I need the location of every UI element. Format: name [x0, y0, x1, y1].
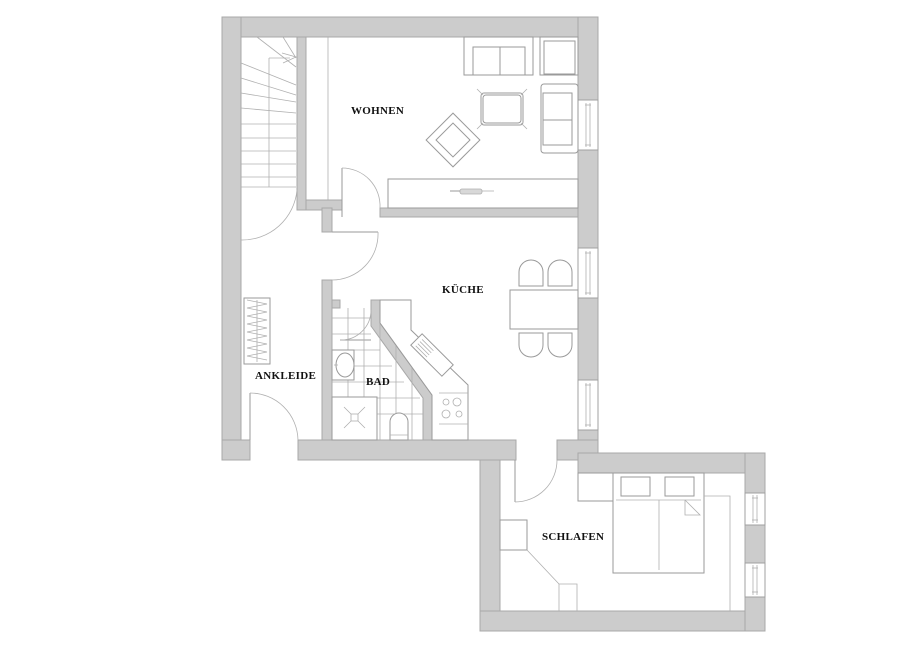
window-schlafen-2	[744, 562, 766, 598]
door-wohnen	[341, 167, 381, 217]
window-wohnen	[577, 99, 599, 151]
door-schlafen	[514, 459, 558, 503]
staircase	[240, 36, 298, 188]
door-entrance	[249, 392, 299, 441]
window-kueche-1	[577, 247, 599, 299]
window-schlafen-1	[744, 492, 766, 526]
room-label-kueche: KÜCHE	[442, 284, 484, 296]
doors	[240, 167, 558, 503]
door-kueche	[331, 231, 379, 281]
bad-fixtures	[331, 308, 423, 441]
wohnen-furniture	[327, 36, 579, 209]
windows	[577, 99, 766, 598]
window-kueche-2	[577, 379, 599, 431]
room-label-ankleide: ANKLEIDE	[255, 370, 317, 382]
walls	[221, 16, 766, 632]
kueche-fixtures	[379, 259, 579, 441]
wardrobe-rack	[243, 297, 271, 365]
door-stair	[240, 189, 298, 241]
door-bad	[339, 309, 372, 341]
room-label-bad: BAD	[366, 376, 391, 388]
room-label-wohnen: WOHNEN	[351, 105, 405, 117]
schlafen-furniture	[499, 472, 731, 611]
room-label-schlafen: SCHLAFEN	[542, 531, 605, 543]
